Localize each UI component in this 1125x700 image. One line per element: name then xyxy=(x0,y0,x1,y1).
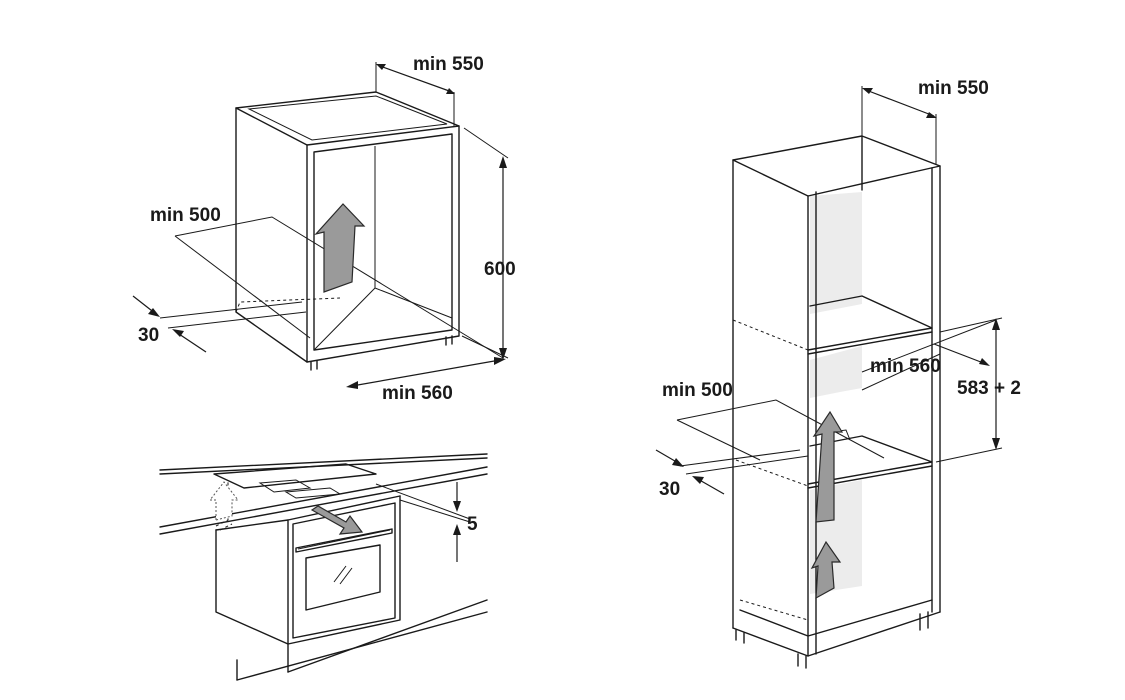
dim-height-583 xyxy=(992,318,1000,450)
oven-under-hob xyxy=(159,453,488,681)
label-width-560: min 560 xyxy=(382,383,453,404)
airflow-arrow-up xyxy=(314,203,366,293)
dim-height-600 xyxy=(461,127,509,360)
label-height-600: 600 xyxy=(484,259,516,280)
label-gap-30-right: 30 xyxy=(659,479,680,500)
label-depth-550: min 550 xyxy=(413,54,484,75)
dim-gap-30 xyxy=(132,295,207,353)
dim-width-560 xyxy=(346,357,506,389)
label-left-depth-500-right: min 500 xyxy=(662,380,733,401)
dim-width-560-right xyxy=(933,343,990,366)
label-left-depth-500: min 500 xyxy=(150,205,221,226)
airflow-arrow-up-bottom xyxy=(810,540,842,600)
airflow-arrow-up-middle xyxy=(812,410,844,523)
label-width-560-right: min 560 xyxy=(870,356,941,377)
tall-column-cabinet xyxy=(676,135,1003,669)
undercounter-cabinet xyxy=(159,91,504,371)
dim-depth-550-right xyxy=(861,86,937,164)
dim-gap-30-right xyxy=(655,449,725,495)
airflow-arrow-hollow xyxy=(208,481,240,521)
label-height-583: 583 + 2 xyxy=(957,378,1021,399)
airflow-arrow-down xyxy=(310,505,364,535)
label-gap-30: 30 xyxy=(138,325,159,346)
label-gap-5: 5 xyxy=(467,514,478,535)
dim-gap-5 xyxy=(453,482,461,562)
dim-depth-550 xyxy=(375,62,455,126)
label-depth-550-right: min 550 xyxy=(918,78,989,99)
